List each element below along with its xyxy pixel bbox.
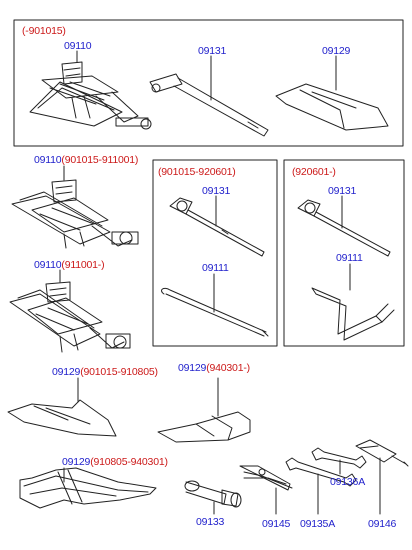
part-number-screwdriver: 09146 xyxy=(368,518,397,530)
tool-bag-illustration xyxy=(157,411,251,443)
jack-c-label: 09110(911001-) xyxy=(34,259,105,271)
frame-right xyxy=(283,159,405,347)
part-number-wrench: 09131 xyxy=(328,185,357,197)
range-label: (910805-940301) xyxy=(90,456,168,468)
tool-bag-illustration xyxy=(275,83,389,131)
open-end-wrench-illustration xyxy=(285,457,357,487)
crank-handle-illustration xyxy=(311,287,395,341)
range-label: (940301-) xyxy=(206,362,250,374)
tool-roll-illustration xyxy=(19,467,157,509)
open-end-wrench-illustration xyxy=(311,447,367,469)
part-number-jack: 09110 xyxy=(34,154,62,166)
part-number-socket-wrench: 09133 xyxy=(196,516,225,528)
range-label-right-box: (920601-) xyxy=(292,166,336,178)
part-number-jack: 09110 xyxy=(34,259,62,271)
part-number-crank: 09111 xyxy=(336,252,363,264)
part-number-bag: 09129 xyxy=(322,45,351,57)
range-label-mid-box: (901015-920601) xyxy=(158,166,236,178)
part-number-open-wrench: 09135A xyxy=(300,518,336,530)
scissor-jack-illustration xyxy=(11,179,139,249)
wrench-illustration xyxy=(149,73,269,137)
socket-wrench-illustration xyxy=(184,480,242,508)
part-number-bag: 09129 xyxy=(52,366,81,378)
frame-top-early xyxy=(13,19,404,147)
range-label-top-box: (-901015) xyxy=(22,25,66,37)
wrench-illustration xyxy=(297,199,391,257)
pliers-illustration xyxy=(239,465,293,491)
range-label: (911001-) xyxy=(61,259,105,271)
part-number-bag: 09129 xyxy=(62,456,91,468)
wrench-illustration xyxy=(169,197,265,257)
part-number-open-wrench: 09136A xyxy=(330,476,366,488)
jack-handle-rod-illustration xyxy=(161,287,269,337)
part-number-wrench: 09131 xyxy=(202,185,231,197)
range-label: (901015-911001) xyxy=(61,154,139,166)
part-number-wrench: 09131 xyxy=(198,45,227,57)
part-number-bag: 09129 xyxy=(178,362,207,374)
jack-b-label: 09110(901015-911001) xyxy=(34,154,138,166)
bag-b-label: 09129(940301-) xyxy=(178,362,250,374)
bag-a-label: 09129(901015-910805) xyxy=(52,366,158,378)
part-number-pliers: 09145 xyxy=(262,518,291,530)
scissor-jack-illustration xyxy=(29,61,152,130)
range-label: (901015-910805) xyxy=(80,366,158,378)
roll-label: 09129(910805-940301) xyxy=(62,456,168,468)
part-number-jack: 09110 xyxy=(64,40,92,52)
tool-bag-illustration xyxy=(7,399,117,437)
screwdriver-illustration xyxy=(355,439,409,467)
scissor-jack-illustration xyxy=(9,281,131,353)
part-number-rod: 09111 xyxy=(202,262,229,274)
frame-mid xyxy=(152,159,278,347)
